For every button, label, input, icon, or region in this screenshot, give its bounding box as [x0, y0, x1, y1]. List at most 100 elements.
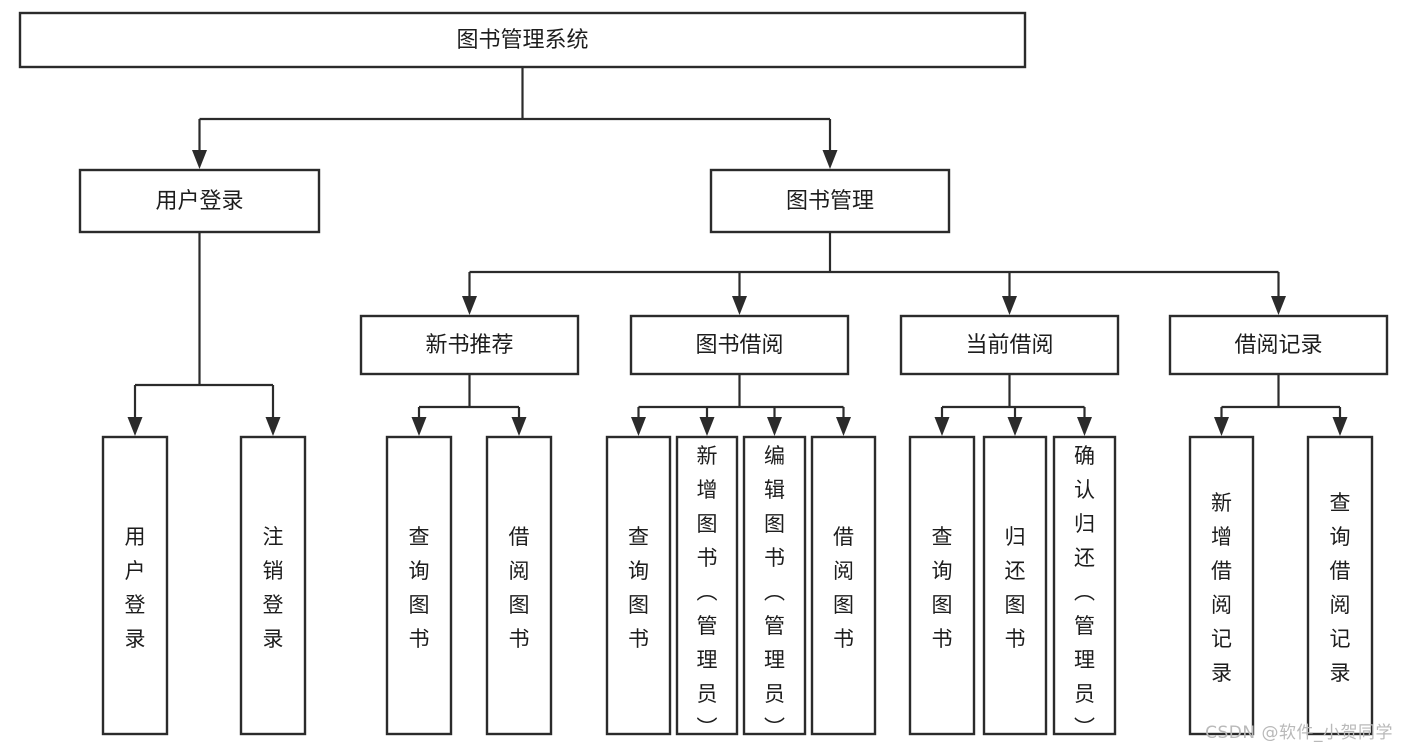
arrow-head-icon: [411, 417, 427, 436]
node-label-char: 书: [833, 627, 854, 651]
node-borrow-record[interactable]: 借阅记录: [1168, 314, 1389, 376]
node-book-borrow[interactable]: 图书借阅: [629, 314, 850, 376]
node-label-char: 员: [697, 682, 718, 706]
node-label-char: 管: [764, 614, 785, 638]
node-label-char: 登: [125, 593, 146, 617]
node-label-char: 图: [409, 593, 430, 617]
node-label-char: 认: [1074, 478, 1095, 502]
node-label-char: 辑: [764, 478, 785, 502]
node-label-char: 编: [764, 444, 785, 468]
node-label-char: 查: [1330, 491, 1351, 515]
node-label-char: 书: [628, 627, 649, 651]
arrow-head-icon: [265, 417, 281, 436]
arrow-head-icon: [767, 417, 782, 436]
arrow-head-icon: [934, 417, 950, 436]
node-layer: 图书管理系统用户登录图书管理新书推荐图书借阅当前借阅借阅记录用户登录注销登录查询…: [18, 11, 1389, 740]
node-label-char: 理: [697, 648, 718, 672]
node-label-char: 图: [932, 593, 953, 617]
arrow-head-icon: [127, 417, 143, 436]
node-book-manage[interactable]: 图书管理: [709, 168, 951, 234]
node-label-char: 确: [1074, 444, 1095, 468]
node-label: 图书借阅: [695, 333, 783, 358]
node-box: [982, 435, 1048, 736]
node-label-char: 记: [1211, 627, 1232, 651]
arrow-head-icon: [836, 417, 851, 436]
node-label-char: 新: [697, 444, 718, 468]
node-root[interactable]: 图书管理系统: [18, 11, 1027, 69]
node-label-char: 销: [263, 559, 284, 583]
node-box: [101, 435, 169, 736]
node-box: [18, 11, 1027, 69]
node-current-borrow[interactable]: 当前借阅: [899, 314, 1120, 376]
node-label-char: 查: [409, 525, 430, 549]
node-label-char: 注: [263, 525, 284, 549]
node-label-char: 查: [932, 525, 953, 549]
node-leaf-user-login[interactable]: 用户登录: [101, 435, 169, 736]
node-box: [675, 435, 739, 736]
node-label-char: ︶: [697, 716, 718, 740]
node-label-char: 借: [1211, 559, 1232, 583]
arrow-head-icon: [462, 296, 477, 315]
node-label-char: ︶: [764, 716, 785, 740]
node-label-char: 图: [833, 593, 854, 617]
arrow-head-icon: [1332, 417, 1348, 436]
node-label-char: 借: [833, 525, 854, 549]
arrow-head-icon: [1002, 296, 1017, 315]
arrow-head-icon: [699, 417, 715, 436]
csdn-watermark: CSDN @软件_小贺同学: [1205, 723, 1393, 743]
node-label-char: 归: [1074, 512, 1095, 536]
node-label-char: 录: [263, 627, 284, 651]
node-new-book-recommend[interactable]: 新书推荐: [359, 314, 580, 376]
node-label-char: 借: [509, 525, 530, 549]
node-box: [605, 435, 672, 736]
arrow-head-icon: [511, 417, 527, 436]
node-label-char: 阅: [1330, 593, 1351, 617]
arrow-head-icon: [631, 417, 646, 436]
node-box: [359, 314, 580, 376]
arrow-head-icon: [822, 150, 838, 169]
node-box: [1052, 435, 1117, 736]
node-box: [810, 435, 877, 736]
node-label-char: 理: [1074, 648, 1095, 672]
arrow-head-icon: [1077, 417, 1092, 436]
node-label-char: 登: [263, 593, 284, 617]
node-label-char: 管: [1074, 614, 1095, 638]
node-label: 图书管理: [786, 189, 874, 214]
node-box: [629, 314, 850, 376]
node-label-char: 书: [697, 546, 718, 570]
node-label-char: 户: [125, 559, 146, 583]
node-box: [1306, 435, 1374, 736]
node-label-char: 图: [509, 593, 530, 617]
node-box: [742, 435, 807, 736]
node-label-char: 图: [764, 512, 785, 536]
node-label-char: 员: [764, 682, 785, 706]
node-label-char: 书: [764, 546, 785, 570]
node-label-char: 询: [409, 559, 430, 583]
node-user-login[interactable]: 用户登录: [78, 168, 321, 234]
node-label-char: 增: [697, 478, 718, 502]
node-label-char: 增: [1211, 525, 1232, 549]
node-label-char: 询: [932, 559, 953, 583]
node-label-char: 归: [1005, 525, 1026, 549]
node-label-char: ︵: [1074, 580, 1095, 604]
node-label-char: 还: [1005, 559, 1026, 583]
node-label-char: 阅: [509, 559, 530, 583]
node-box: [908, 435, 976, 736]
node-box: [709, 168, 951, 234]
node-label-char: 记: [1330, 627, 1351, 651]
node-label-char: 书: [932, 627, 953, 651]
node-label-char: 录: [1211, 661, 1232, 685]
